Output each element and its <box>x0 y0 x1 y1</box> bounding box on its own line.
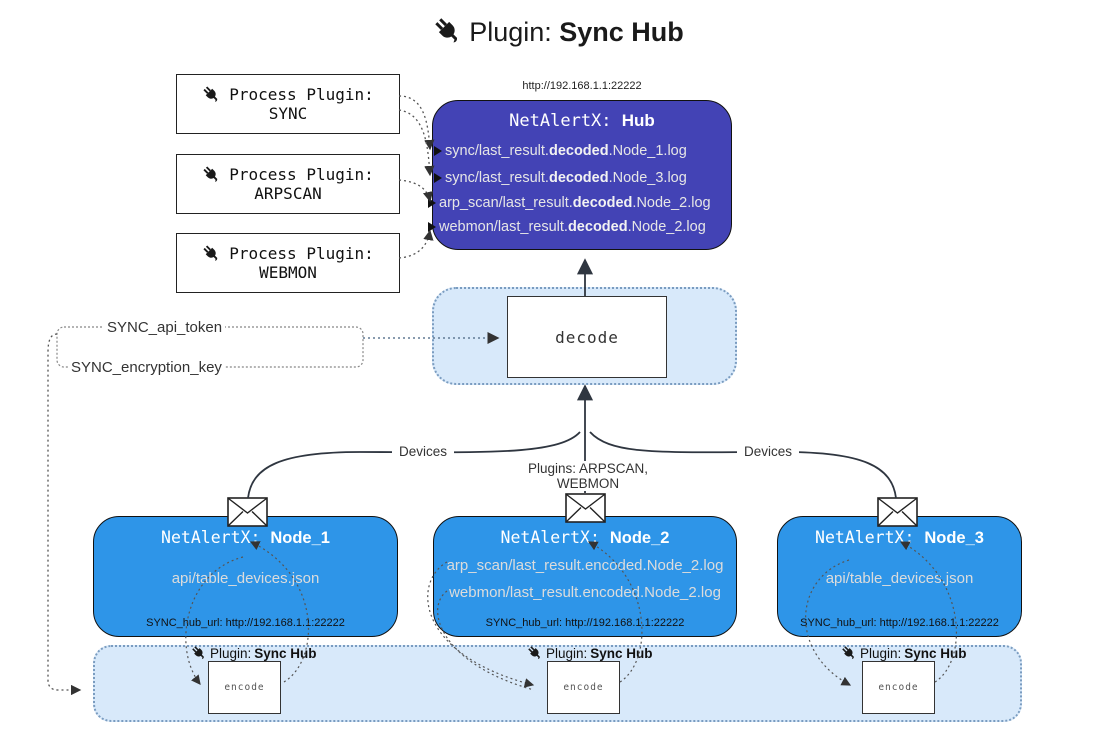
encoder-label-name: Sync Hub <box>590 645 653 661</box>
hub-log-line: sync/last_result.decoded.Node_1.log <box>433 138 731 163</box>
hub-log-line: sync/last_result.decoded.Node_3.log <box>433 165 731 190</box>
decode-label: decode <box>555 327 619 347</box>
edge-config-to-encode-lane <box>47 333 82 696</box>
hub-node: NetAlertX: Hub sync/last_result.decoded.… <box>428 100 732 250</box>
log-post: .Node_1.log <box>608 142 687 159</box>
log-bold: decoded <box>548 142 609 159</box>
plug-icon <box>433 16 463 46</box>
arrow-right-icon <box>434 172 442 183</box>
process-plugin-box-sync: Process Plugin: SYNC <box>176 74 400 134</box>
node-title-prefix: NetAlertX: <box>161 528 271 547</box>
node-title-name: Node_1 <box>270 529 330 547</box>
log-post: .Node_2.log <box>627 218 706 235</box>
hub-log-list: sync/last_result.decoded.Node_1.log sync… <box>428 138 731 238</box>
encoder-label: Plugin: Sync Hub <box>191 645 317 661</box>
page-title-name: Sync Hub <box>559 17 684 47</box>
node-title: NetAlertX: Node_3 <box>778 528 1021 548</box>
encode-label: encode <box>563 682 604 693</box>
log-pre: arp_scan/last_result. <box>439 194 573 211</box>
log-post: .Node_3.log <box>608 169 687 186</box>
edge-sync-to-log2 <box>398 109 435 177</box>
encoder-label: Plugin: Sync Hub <box>841 645 967 661</box>
node-title-prefix: NetAlertX: <box>500 528 610 547</box>
encode-box: encode <box>547 661 620 714</box>
arrow-right-icon <box>428 197 436 208</box>
hub-title-name: Hub <box>621 111 655 130</box>
plug-icon <box>202 85 221 104</box>
edge-sync-to-log1 <box>398 95 435 151</box>
edge-label-devices-right: Devices <box>737 444 799 459</box>
plug-icon <box>191 645 207 661</box>
node-hub-url: SYNC_hub_url: http://192.168.1.1:22222 <box>146 617 345 629</box>
edge-webmon-to-log4 <box>398 229 434 259</box>
log-pre: sync/last_result. <box>445 142 549 159</box>
page-title: Plugin: Sync Hub <box>0 16 1117 48</box>
node-3-box: NetAlertX: Node_3 api/table_devices.json… <box>777 516 1022 637</box>
plug-icon <box>527 645 543 661</box>
envelope-icon <box>565 493 606 523</box>
encoder-label-prefix: Plugin: <box>546 645 588 661</box>
process-plugin-box-arpscan: Process Plugin: ARPSCAN <box>176 154 400 214</box>
encode-label: encode <box>224 682 265 693</box>
node-file-line: api/table_devices.json <box>171 570 320 587</box>
edge-arpscan-to-log3 <box>398 179 434 203</box>
node-1-box: NetAlertX: Node_1 api/table_devices.json… <box>93 516 398 637</box>
process-plugin-box-webmon: Process Plugin: WEBMON <box>176 233 400 293</box>
node-file-line: arp_scan/last_result.encoded.Node_2.log <box>446 557 724 574</box>
encode-label: encode <box>878 682 919 693</box>
encode-box: encode <box>208 661 281 714</box>
hub-title-prefix: NetAlertX: <box>509 111 622 131</box>
process-plugin-name: SYNC <box>268 104 308 123</box>
process-plugin-label: Process Plugin: <box>229 165 374 184</box>
node-title: NetAlertX: Node_1 <box>94 528 397 548</box>
node-title-name: Node_3 <box>924 529 984 547</box>
node-title-name: Node_2 <box>609 529 670 547</box>
node-2-box: NetAlertX: Node_2 arp_scan/last_result.e… <box>433 516 737 637</box>
hub-title: NetAlertX: Hub <box>433 111 731 131</box>
encoder-label-prefix: Plugin: <box>860 645 902 661</box>
page-title-prefix: Plugin: <box>469 17 560 47</box>
node-title: NetAlertX: Node_2 <box>434 528 736 548</box>
log-pre: sync/last_result. <box>445 169 549 186</box>
node-hub-url: SYNC_hub_url: http://192.168.1.1:22222 <box>800 617 999 629</box>
node-hub-url: SYNC_hub_url: http://192.168.1.1:22222 <box>485 617 685 629</box>
hub-url: http://192.168.1.1:22222 <box>522 80 642 92</box>
process-plugin-label: Process Plugin: <box>229 244 374 263</box>
decode-box: decode <box>507 296 667 378</box>
log-bold: decoded <box>572 194 633 211</box>
process-plugin-label: Process Plugin: <box>229 85 374 104</box>
log-bold: decoded <box>548 169 609 186</box>
plug-icon <box>202 244 221 263</box>
log-bold: decoded <box>567 218 628 235</box>
hub-log-line: arp_scan/last_result.decoded.Node_2.log <box>428 190 731 215</box>
hub-log-line: webmon/last_result.decoded.Node_2.log <box>428 215 731 238</box>
log-post: .Node_2.log <box>632 194 711 211</box>
encoder-label-name: Sync Hub <box>904 645 967 661</box>
node-file-line: api/table_devices.json <box>825 570 974 587</box>
edge-label-plugins: Plugins: ARPSCAN, WEBMON <box>505 461 671 491</box>
process-plugin-name: ARPSCAN <box>254 184 322 203</box>
edge-label-devices-left: Devices <box>392 444 454 459</box>
log-pre: webmon/last_result. <box>439 218 568 235</box>
encoder-label-name: Sync Hub <box>254 645 317 661</box>
envelope-icon <box>227 497 268 527</box>
arrow-right-icon <box>428 221 436 232</box>
envelope-icon <box>877 497 918 527</box>
plug-icon <box>841 645 857 661</box>
encoder-label: Plugin: Sync Hub <box>527 645 653 661</box>
encode-box: encode <box>862 661 935 714</box>
sync-api-token-label: SYNC_api_token <box>104 319 226 336</box>
process-plugin-name: WEBMON <box>259 263 317 282</box>
arrow-right-icon <box>434 145 442 156</box>
node-file-line: webmon/last_result.encoded.Node_2.log <box>449 584 721 601</box>
node-title-prefix: NetAlertX: <box>815 528 925 547</box>
sync-encryption-key-label: SYNC_encryption_key <box>68 359 225 376</box>
encoder-label-prefix: Plugin: <box>210 645 252 661</box>
plug-icon <box>202 165 221 184</box>
